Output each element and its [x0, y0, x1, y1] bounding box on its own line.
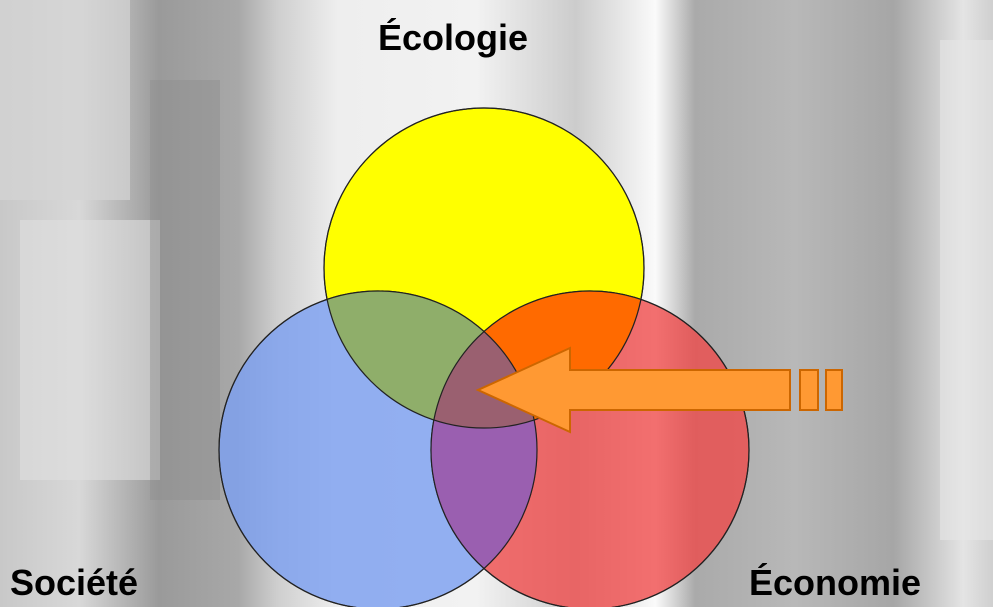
arrow-stripe-2: [799, 369, 819, 411]
arrow-body: [475, 346, 791, 434]
society-label: Société: [10, 562, 139, 603]
pointer-arrow: [475, 346, 843, 434]
economy-outline: [430, 290, 750, 607]
society-outline: [218, 290, 538, 607]
ecology-outline: [323, 107, 645, 429]
economy-label: Économie: [749, 562, 922, 603]
ecology-label: Écologie: [378, 17, 529, 58]
arrow-stripe-3: [825, 369, 843, 411]
